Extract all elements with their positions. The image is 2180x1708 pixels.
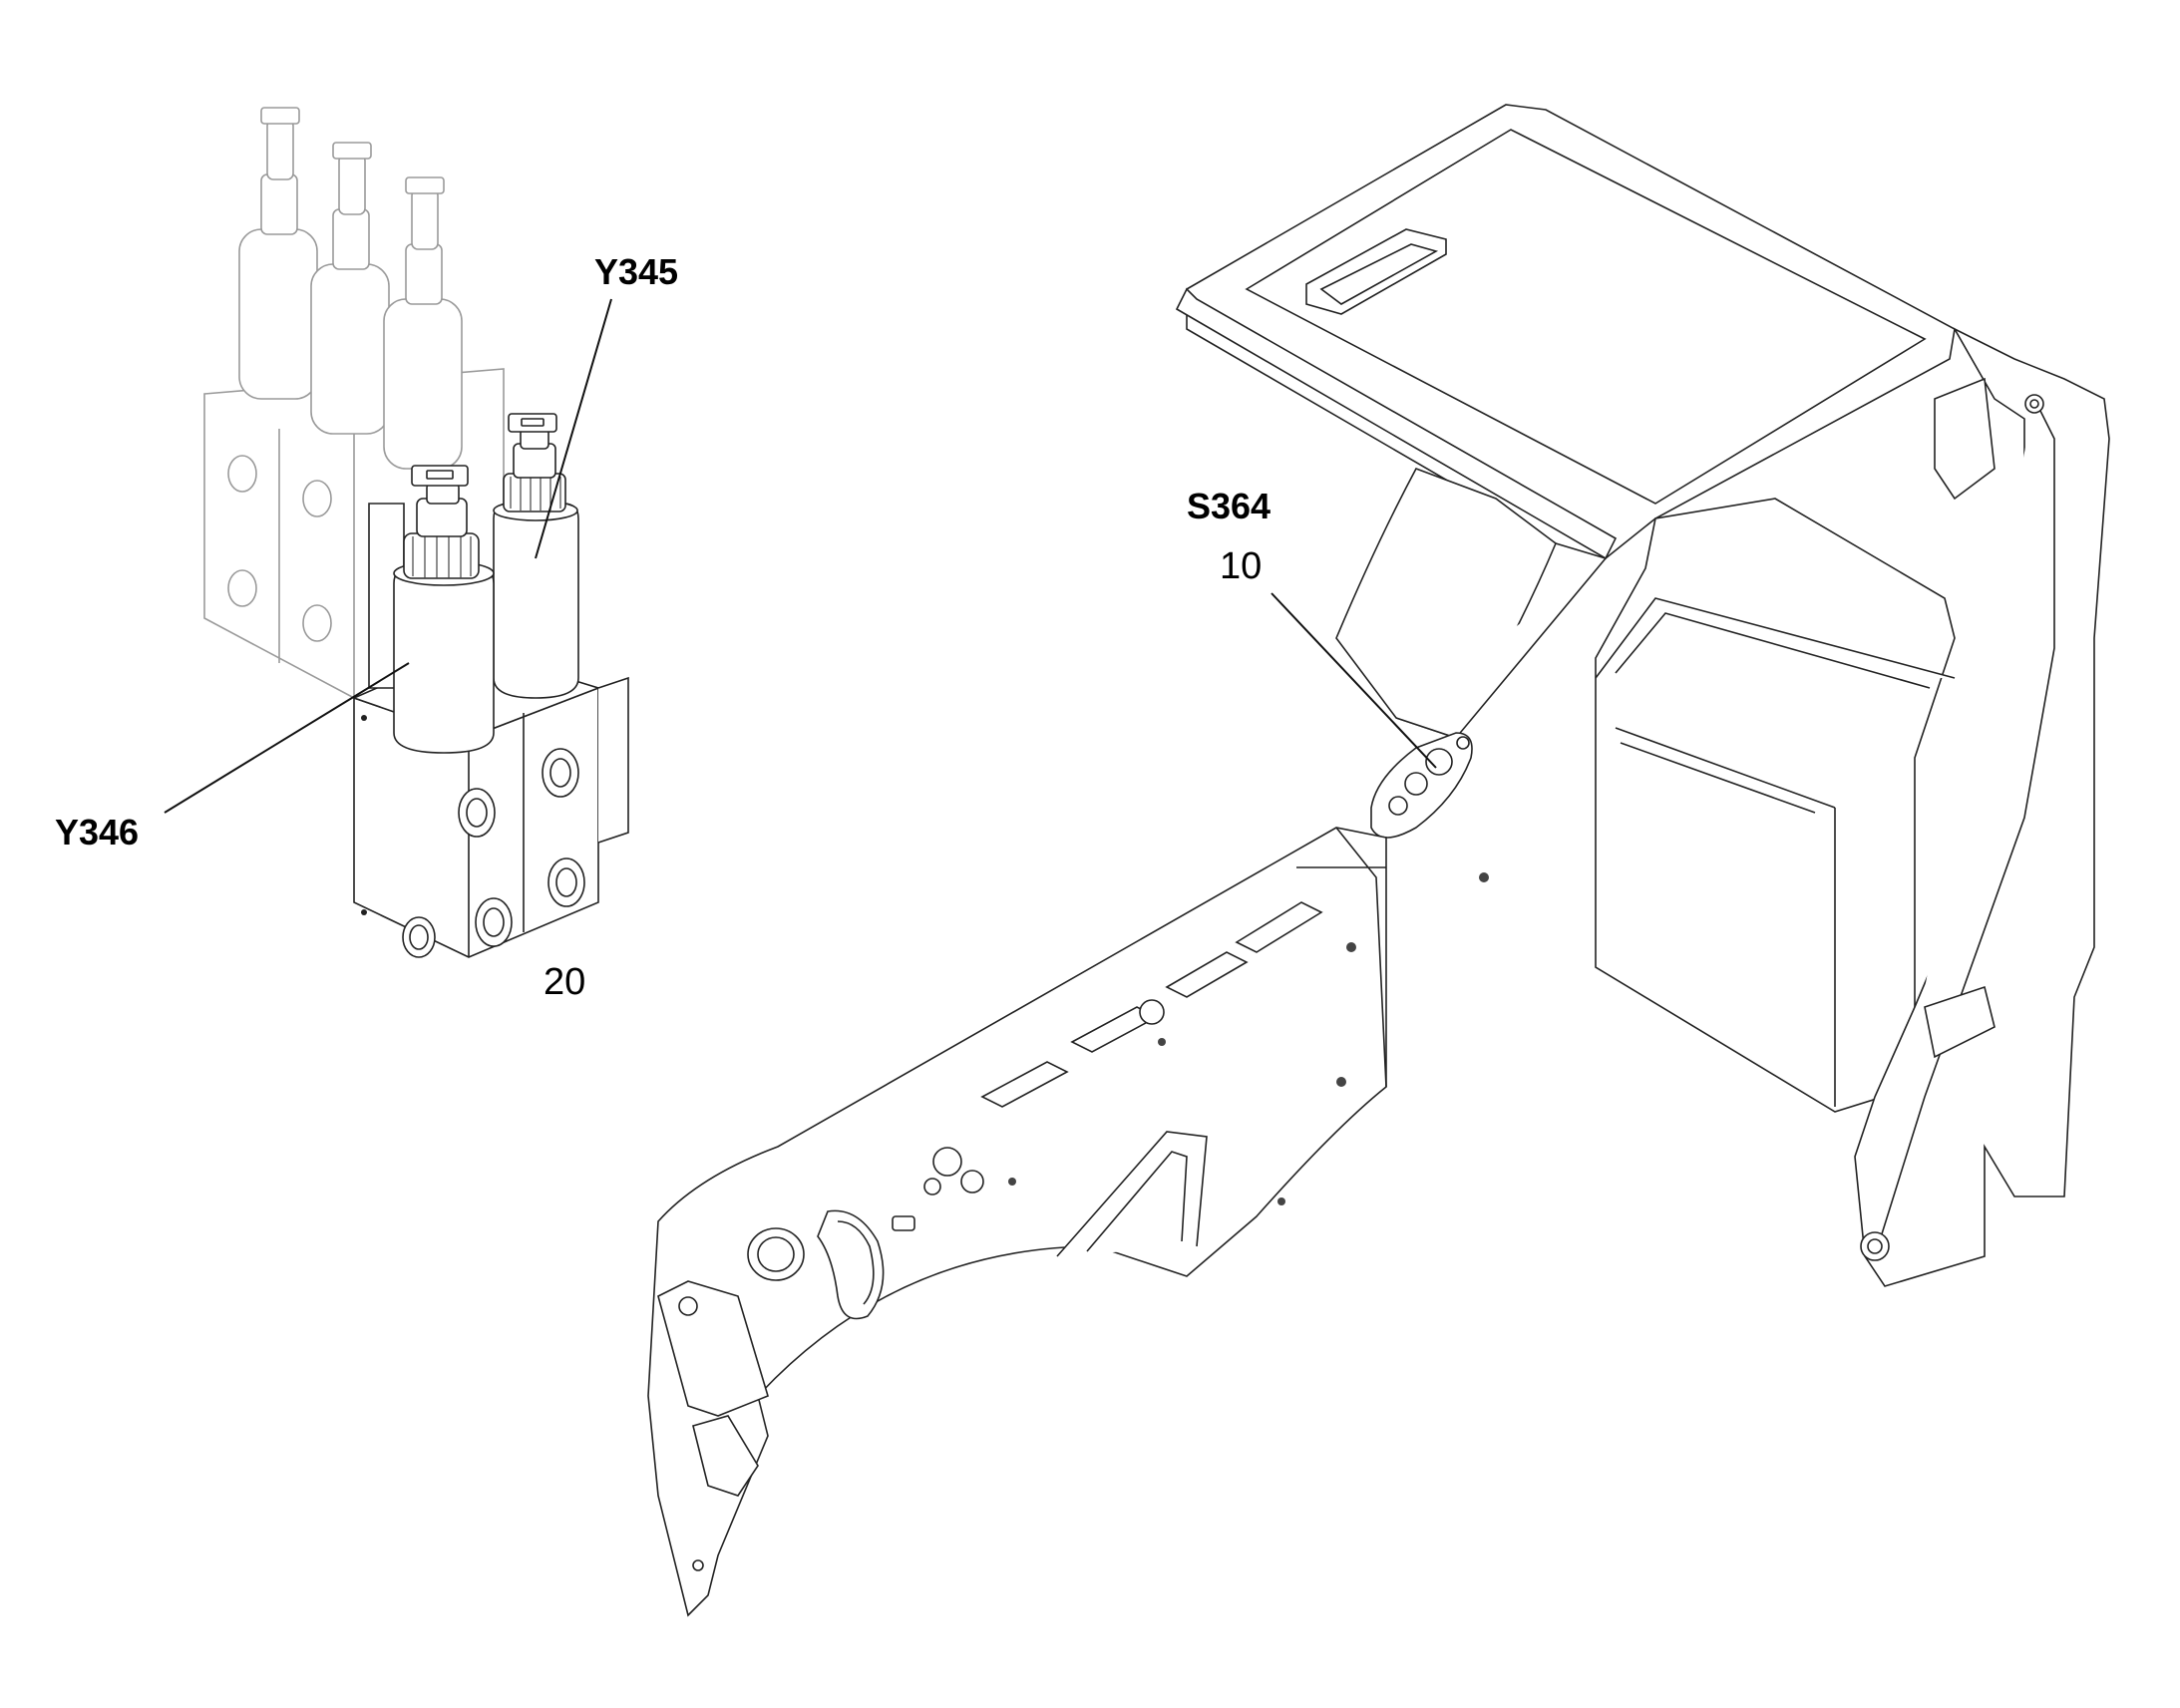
leader-lines <box>164 298 1437 814</box>
label-item-20: 20 <box>544 961 585 1003</box>
switch-s364-icon <box>1425 748 1453 776</box>
solenoid-y345 <box>493 413 579 699</box>
label-y346: Y346 <box>55 812 139 853</box>
valve-block-assembly <box>203 107 629 958</box>
label-item-10: 10 <box>1220 545 1262 587</box>
callout-labels: Y345 Y346 S364 10 20 <box>55 251 1271 1003</box>
cab-side-console <box>647 104 2110 1617</box>
label-y345: Y345 <box>594 251 678 292</box>
label-s364: S364 <box>1187 486 1271 526</box>
leader-y345 <box>535 298 612 559</box>
rear-valve-stack-ghost <box>203 107 505 699</box>
leader-10 <box>1271 592 1437 769</box>
solenoid-y346 <box>368 465 495 754</box>
leader-y346 <box>164 662 410 814</box>
